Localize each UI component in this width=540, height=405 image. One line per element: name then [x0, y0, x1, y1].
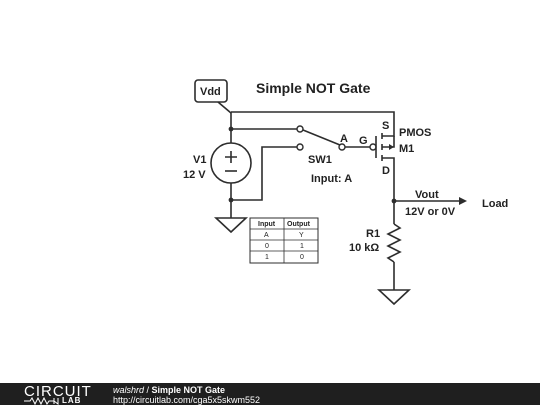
resistor-name: R1: [366, 228, 380, 240]
pmos-name: M1: [399, 143, 414, 155]
ground-symbol-right: [376, 289, 412, 306]
table-cell: 0: [265, 243, 269, 250]
table-cell: Y: [299, 232, 304, 239]
pmos-transistor-m1: [369, 128, 395, 166]
switch-name: SW1: [308, 154, 332, 166]
wires: [228, 111, 460, 290]
switch-input-label: Input: A: [311, 173, 352, 185]
source-value: 12 V: [183, 169, 206, 181]
source-name: V1: [193, 154, 206, 166]
switch-terminal-label: A: [340, 133, 348, 145]
switch-sw1: [296, 125, 346, 151]
resistor-r1: [386, 223, 402, 263]
svg-text:Vdd: Vdd: [200, 86, 221, 98]
resistor-value: 10 kΩ: [349, 242, 379, 254]
table-header-input: Input: [258, 221, 276, 228]
footer-url-link[interactable]: http://circuitlab.com/cga5x5skwm552: [113, 395, 261, 405]
circuitlab-logo: CIRCUIT: [24, 383, 92, 400]
table-cell: 1: [300, 243, 304, 250]
circuitlab-logo-sub: LAB: [62, 396, 82, 405]
resistor-logo-icon: [24, 397, 59, 405]
table-header-output: Output: [287, 221, 311, 228]
pmos-pin-s: S: [382, 120, 389, 132]
footer-title: Simple NOT Gate: [151, 385, 226, 395]
pmos-pin-g: G: [359, 135, 368, 147]
footer-author[interactable]: walshrd: [113, 385, 145, 395]
footer-separator: /: [144, 385, 152, 395]
output-name: Vout: [415, 189, 439, 201]
table-cell: A: [264, 232, 269, 239]
truth-table: Input Output A Y 0 1 1 0: [249, 217, 319, 264]
pmos-pin-d: D: [382, 165, 390, 177]
output-value: 12V or 0V: [405, 206, 456, 218]
load-arrow-icon: [459, 197, 467, 205]
footer-credit: walshrd / Simple NOT Gate: [113, 385, 225, 395]
table-cell: 1: [265, 254, 269, 261]
vdd-label: Vdd: [194, 79, 232, 114]
voltage-source-v1: [210, 142, 252, 184]
ground-symbol-left: [213, 217, 249, 234]
pmos-type: PMOS: [399, 127, 431, 139]
diagram-title: Simple NOT Gate: [256, 80, 371, 96]
footer-bar: CIRCUIT LAB walshrd / Simple NOT Gate ht…: [0, 383, 540, 405]
load-label: Load: [482, 198, 508, 210]
table-cell: 0: [300, 254, 304, 261]
